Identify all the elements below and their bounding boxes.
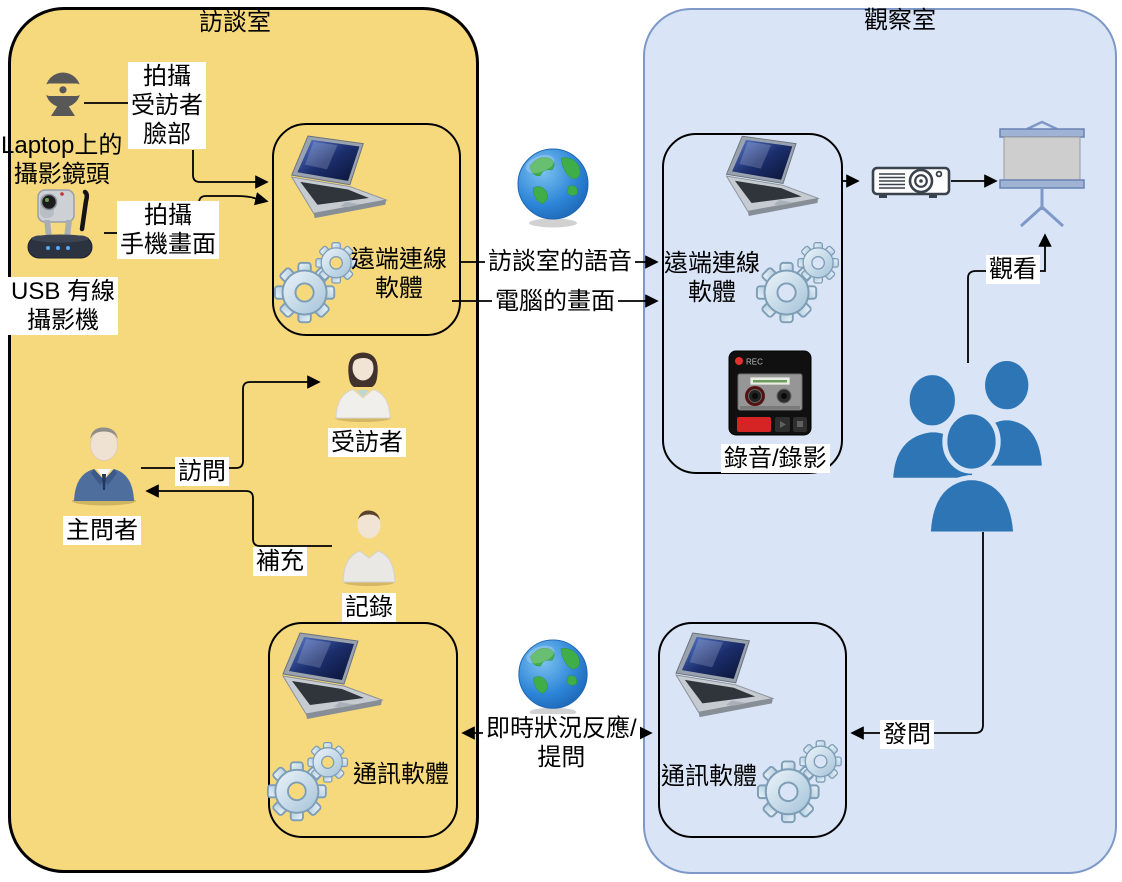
- note-taker-icon: [342, 510, 396, 586]
- comm-software-label-interview: 通訊軟體: [353, 761, 449, 788]
- observation-room-title: 觀察室: [864, 7, 936, 34]
- globe-internet-icon: [513, 637, 593, 717]
- note-taker-label: 記錄: [342, 593, 396, 622]
- interview-room-title: 訪談室: [199, 9, 271, 36]
- laptop-icon: [720, 134, 822, 220]
- projector-icon: [871, 166, 951, 198]
- interviewee-label: 受訪者: [328, 428, 406, 457]
- recording-label: 錄音/錄影: [721, 444, 830, 473]
- interviewee-icon: [335, 352, 391, 422]
- laptop-icon: [285, 134, 390, 222]
- laptop-icon: [275, 632, 387, 722]
- gears-software-icon: [756, 735, 846, 827]
- interviewer-icon: [72, 427, 136, 506]
- interview-arrow-label: 訪問: [175, 457, 229, 486]
- supplement-arrow-label: 補充: [253, 547, 307, 576]
- webcam-icon: [43, 72, 83, 116]
- usb-camera-caption: USB 有線 攝影機: [8, 277, 119, 335]
- interview-audio-label: 訪談室的語音: [485, 247, 635, 276]
- gears-software-icon: [273, 237, 361, 327]
- remote-software-label-interview: 遠端連線 軟體: [351, 246, 447, 302]
- remote-software-label-observation: 遠端連線 軟體: [664, 250, 760, 306]
- comm-software-box-interview: [268, 622, 458, 838]
- laptop-webcam-caption: Laptop上的 攝影鏡頭: [1, 132, 123, 188]
- ask-arrow-label: 發問: [880, 720, 934, 749]
- watch-arrow-label: 觀看: [986, 255, 1040, 284]
- comm-software-box-observation: [658, 622, 847, 838]
- usb-ip-camera-icon: [27, 189, 93, 259]
- remote-software-box-observation: [662, 133, 843, 474]
- gears-software-icon: [755, 237, 843, 327]
- laptop-icon: [668, 632, 778, 720]
- comm-software-label-observation: 通訊軟體: [661, 763, 757, 790]
- cassette-recorder-icon: REC: [728, 350, 812, 436]
- rec-indicator: REC: [746, 358, 763, 367]
- realtime-feedback-label: 即時狀況反應/ 提問: [483, 714, 640, 772]
- computer-screen-label: 電腦的畫面: [492, 287, 618, 316]
- globe-internet-icon: [513, 146, 593, 228]
- remote-software-box-interview: [272, 123, 461, 336]
- capture-face-label: 拍攝 受訪者 臉部: [128, 62, 206, 149]
- capture-phone-label: 拍攝 手機畫面: [117, 201, 219, 259]
- gears-software-icon: [266, 735, 352, 827]
- interviewer-label: 主問者: [63, 516, 141, 545]
- observers-group-icon: [888, 357, 1047, 532]
- projection-screen-icon: [999, 120, 1085, 228]
